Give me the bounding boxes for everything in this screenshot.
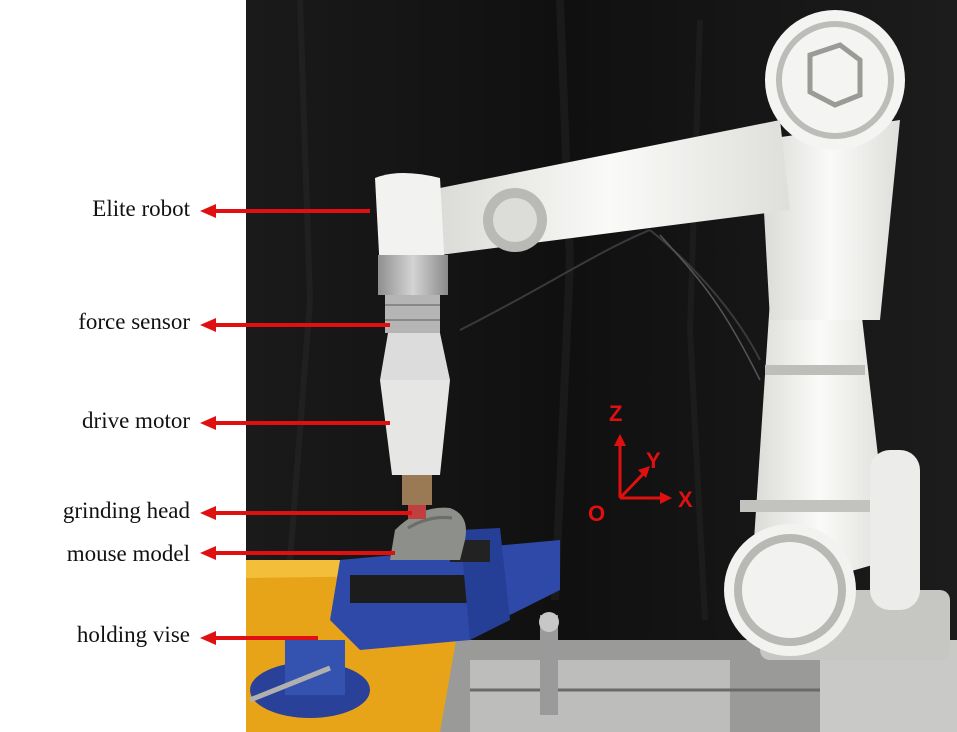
mouse-model (390, 507, 466, 560)
y-axis-line (618, 470, 647, 500)
robot-arm (375, 10, 950, 660)
arrow-holding-vise (200, 631, 318, 645)
x-axis-arrowhead (660, 492, 672, 504)
z-axis-arrowhead (614, 434, 626, 446)
axis-label-y: Y (646, 448, 661, 473)
arrow-mouse-model (200, 546, 395, 560)
label-grinding-head: grinding head (62, 498, 190, 523)
label-holding-vise: holding vise (76, 622, 190, 647)
label-mouse-model: mouse model (66, 541, 190, 566)
axis-label-origin: O (588, 501, 606, 526)
holding-vise (249, 528, 560, 718)
axis-label-z: Z (609, 401, 623, 426)
arrow-drive-motor (200, 416, 390, 430)
arrow-force-sensor (200, 318, 390, 332)
y-axis-arrowhead (638, 466, 650, 478)
label-drive-motor: drive motor (82, 408, 190, 433)
label-elite-robot: Elite robot (92, 196, 190, 221)
coordinate-frame (614, 434, 672, 504)
arrow-elite-robot (200, 204, 370, 218)
label-force-sensor: force sensor (78, 309, 190, 334)
arrow-grinding-head (200, 506, 412, 520)
pointer-arrows (200, 204, 412, 645)
axis-label-x: X (678, 487, 693, 512)
